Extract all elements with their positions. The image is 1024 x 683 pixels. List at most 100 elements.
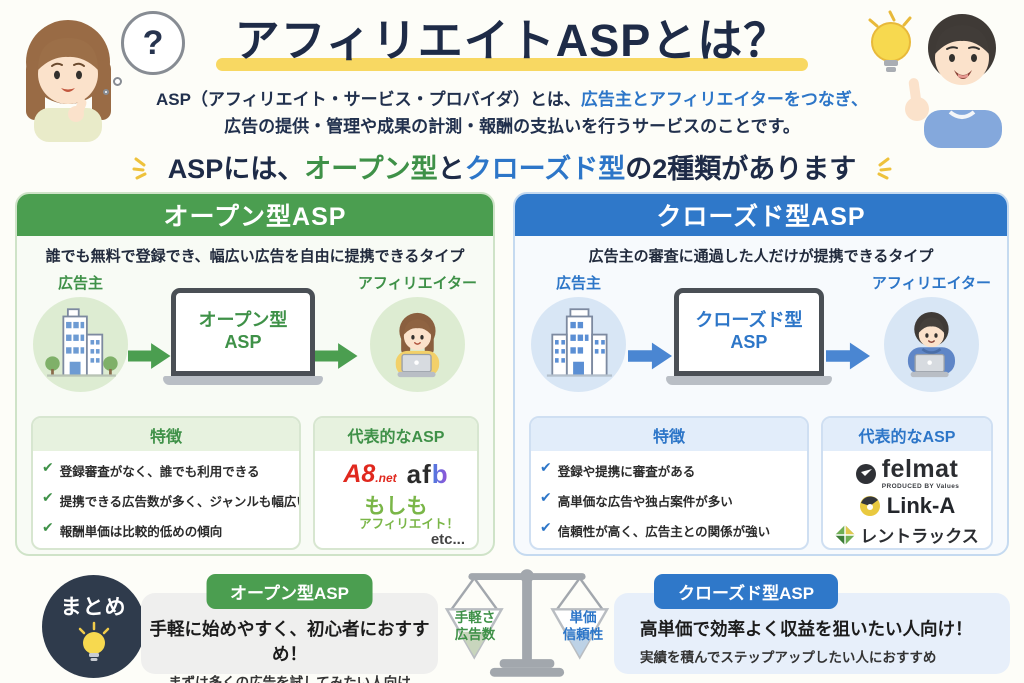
link-a-icon [859,496,880,516]
rentracks-icon [835,524,856,545]
closed-summary-subline: 実績を積んでステップアップしたい人におすすめ [640,650,937,665]
types-heading-suffix: の2種類があります [625,154,857,184]
advertiser-actor: 広告主 [531,272,626,392]
check-icon: ✔ [42,459,54,475]
balance-scale-illustration: 手軽さ 広告数 単価 信頼性 [443,564,611,682]
link-a-logo: Link-A [859,493,955,519]
closed-features-box: 特徴 ✔ 登録や提携に審査がある ✔ 高単価な広告や独占案件が多い ✔ 信頼性が高く、… [529,416,809,550]
feature-text: 提携できる広告数が多く、ジャンルも幅広い [59,495,301,509]
open-features-title: 特徴 [33,418,299,451]
subtitle-prefix: ASP（アフィリエイト・サービス・プロバイダ）とは、 [155,90,581,109]
closed-asp-box-title: 代表的なASP [823,418,991,451]
man-at-laptop-icon [908,311,956,377]
afb-logo: afb [406,459,449,489]
check-icon: ✔ [540,459,552,475]
sparkle-icon [877,157,892,180]
laptop-label-line2: ASP [224,332,262,352]
affiliater-label: アフィリエイター [357,275,477,292]
scale-left-label: 手軽さ 広告数 [454,610,496,642]
open-summary-subline: まずは多くの広告を試してみたい人向け [168,675,411,683]
affiliater-circle [369,297,465,392]
thinking-woman-illustration [26,20,111,142]
pointing-man-illustration [868,10,1002,148]
open-panel-diagram: 広告主 [17,266,493,408]
laptop-base [162,376,324,385]
closed-summary-pill: クローズド型ASP [654,574,839,609]
lightbulb-icon [78,621,109,661]
summary-badge: まとめ [42,575,145,678]
feature-text: 登録や提携に審査がある [557,465,696,479]
title-underline [216,57,808,71]
open-summary-pill: オープン型ASP [206,574,373,609]
open-summary-headline: 手軽に始めやすく、初心者におすすめ！ [149,619,430,664]
closed-panel-title: クローズド型ASP [515,194,1007,236]
affiliater-actor: アフィリエイター [872,272,991,392]
open-panel-description: 誰でも無料で登録でき、幅広い広告を自由に提携できるタイプ [45,248,465,265]
laptop-icon: クローズド型 ASP [673,288,824,376]
closed-representative-asp-box: 代表的なASP felmat PRODUCED BY Values [821,416,993,550]
building-icon [546,307,612,377]
feature-text: 登録審査がなく、誰でも利用できる [59,465,260,479]
thought-bubble-dot [103,89,109,95]
open-asp-panel: オープン型ASP 誰でも無料で登録でき、幅広い広告を自由に提携できるタイプ 広告… [15,192,495,556]
laptop-base [665,376,832,385]
rentracks-logo: レントラックス [835,522,979,547]
summary-badge-label: まとめ [60,595,127,619]
check-icon: ✔ [42,519,54,535]
thought-bubble-dot [113,77,122,86]
sparkle-icon [132,157,147,180]
arrow-right-icon [315,343,358,369]
feature-item: ✔ 登録審査がなく、誰でも利用できる [42,459,290,480]
feature-item: ✔ 信頼性が高く、広告主との関係が強い [540,519,798,540]
question-icon: ? [142,23,164,62]
check-icon: ✔ [540,519,552,535]
open-representative-asp-box: 代表的なASP A8.net afb もしもアフィリエイト！ etc... [313,416,479,550]
advertiser-label: 広告主 [555,275,601,292]
affiliater-label: アフィリエイター [871,275,991,292]
closed-summary-headline: 高単価で効率よく収益を狙いたい人向け！ [640,619,973,639]
thought-bubble: ? [121,11,185,75]
open-asp-laptop: オープン型 ASP [162,288,324,385]
open-asp-box-title: 代表的なASP [315,418,477,451]
laptop-label-line1: オープン型 [198,310,288,331]
idea-bulb-icon [868,10,912,72]
page-title: アフィリエイトASPとは？ [234,15,790,66]
feature-item: ✔ 高単価な広告や独占案件が多い [540,489,798,510]
open-features-box: 特徴 ✔ 登録審査がなく、誰でも利用できる ✔ 提携できる広告数が多く、ジャンルも幅… [31,416,301,550]
feature-item: ✔ 報酬単価は比較的低めの傾向 [42,519,290,540]
a8net-logo: A8.net [343,460,397,488]
laptop-label-line1: クローズド型 [695,310,803,331]
arrow-right-icon [627,342,672,370]
subtitle-line2: 広告の提供・管理や成果の計測・報酬の支払いを行うサービスのことです。 [224,117,800,137]
closed-panel-description: 広告主の審査に通過した人だけが提携できるタイプ [588,248,934,265]
felmat-icon [855,463,876,484]
arrow-right-icon [825,342,870,370]
scale-right-label: 単価 信頼性 [562,610,604,642]
advertiser-circle [531,297,626,392]
etc-label: etc... [430,531,465,549]
laptop-label-line2: ASP [730,332,768,352]
closed-summary-box: クローズド型ASP 高単価で効率よく収益を狙いたい人向け！ 実績を積んでステップ… [614,574,1010,674]
felmat-logo: felmat PRODUCED BY Values [855,457,960,490]
feature-text: 報酬単価は比較的低めの傾向 [59,525,223,539]
advertiser-circle [33,297,128,392]
affiliater-actor: アフィリエイター [358,272,477,392]
subtitle-highlight: 広告主とアフィリエイターをつなぎ、 [580,90,869,109]
advertiser-label: 広告主 [57,275,103,292]
feature-text: 高単価な広告や独占案件が多い [557,495,733,509]
laptop-icon: オープン型 ASP [170,288,316,376]
page-subtitle: ASP（アフィリエイト・サービス・プロバイダ）とは、広告主とアフィリエイターをつ… [0,86,1024,140]
advertiser-actor: 広告主 [33,272,128,392]
types-heading-prefix: ASPには、 [167,154,305,184]
types-heading-closed: クローズド型 [464,154,626,184]
building-icon [44,307,118,377]
types-heading-and: と [437,154,465,184]
check-icon: ✔ [540,489,552,505]
closed-asp-laptop: クローズド型 ASP [665,288,832,385]
closed-features-title: 特徴 [531,418,807,451]
check-icon: ✔ [42,489,54,505]
feature-text: 信頼性が高く、広告主との関係が強い [557,525,771,539]
open-summary-box: オープン型ASP 手軽に始めやすく、初心者におすすめ！ まずは多くの広告を試して… [141,574,438,683]
feature-item: ✔ 提携できる広告数が多く、ジャンルも幅広い [42,489,299,510]
